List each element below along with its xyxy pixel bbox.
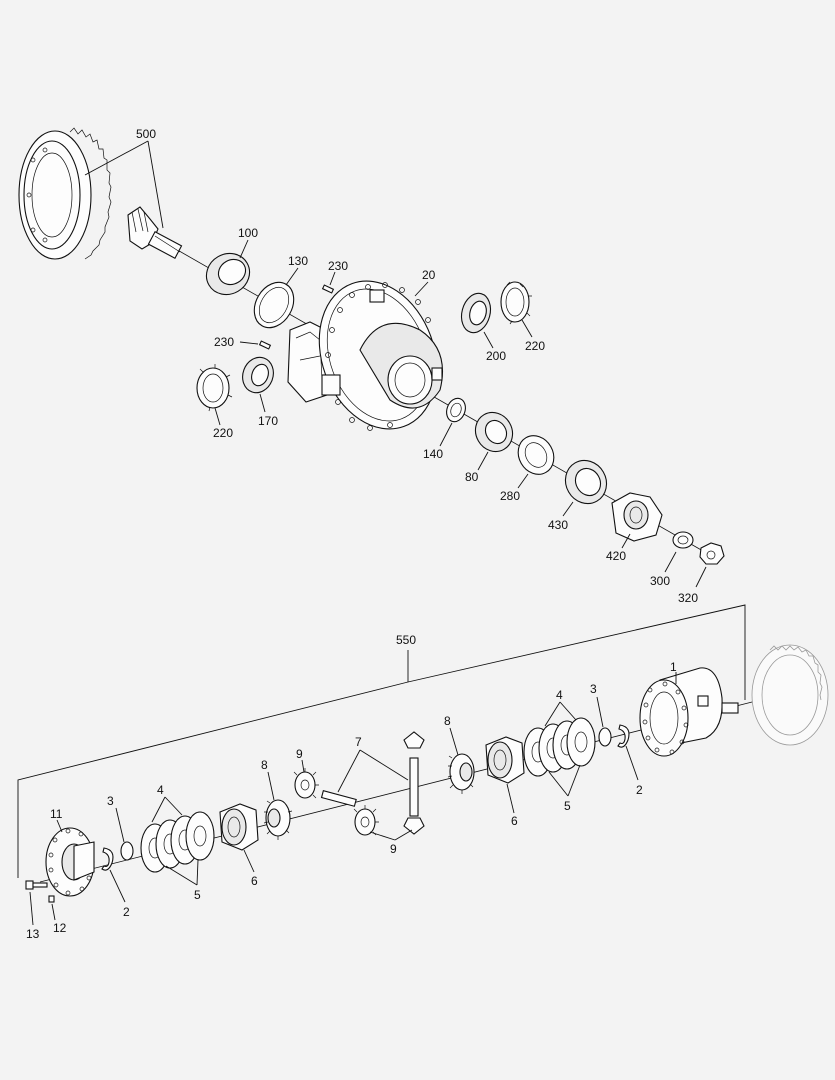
label-220-left: 220 bbox=[213, 426, 233, 440]
label-550: 550 bbox=[396, 633, 416, 647]
pin-230-upper-part bbox=[321, 284, 335, 294]
nut-320-part bbox=[699, 542, 725, 565]
pinion-gear-part bbox=[127, 206, 183, 259]
pin-230-lower-part bbox=[258, 340, 272, 350]
label-20: 20 bbox=[422, 268, 436, 282]
label-170: 170 bbox=[258, 414, 278, 428]
label-500: 500 bbox=[136, 127, 156, 141]
cross-pins-7-part bbox=[320, 757, 419, 817]
label-420: 420 bbox=[606, 549, 626, 563]
ring-3-left-part bbox=[120, 841, 134, 861]
flange-420-part bbox=[611, 492, 663, 542]
side-gear-8-left-part bbox=[263, 799, 293, 840]
label-8-right: 8 bbox=[444, 714, 451, 728]
side-gear-8-right-part bbox=[447, 753, 475, 794]
leader-500a bbox=[84, 140, 149, 176]
label-80: 80 bbox=[465, 470, 479, 484]
pressure-ring-6-left-part bbox=[219, 803, 259, 851]
label-5-right: 5 bbox=[564, 799, 571, 813]
seal-140-part bbox=[446, 397, 466, 423]
upper-assembly: 500 100 130 230 230 bbox=[18, 127, 725, 605]
label-140: 140 bbox=[423, 447, 443, 461]
crown-wheel-ghost-part bbox=[751, 644, 829, 746]
label-4-right: 4 bbox=[556, 688, 563, 702]
adjusting-nut-220-right-part bbox=[500, 281, 532, 325]
lower-assembly: 550 1 3 bbox=[17, 604, 829, 941]
shim-280-part bbox=[517, 435, 555, 475]
bearing-170-part bbox=[242, 356, 274, 394]
bearing-100-part bbox=[205, 252, 251, 296]
label-230-lower: 230 bbox=[214, 335, 234, 349]
label-3-right: 3 bbox=[590, 682, 597, 696]
label-9-top: 9 bbox=[296, 747, 303, 761]
label-11: 11 bbox=[50, 807, 63, 821]
case-cover-11-part bbox=[45, 827, 95, 897]
label-2-left: 2 bbox=[123, 905, 130, 919]
spider-gear-bottom-part bbox=[403, 817, 425, 835]
circlip-2-left-part bbox=[101, 847, 114, 871]
label-220-right: 220 bbox=[525, 339, 545, 353]
carrier-housing-20-part bbox=[287, 280, 444, 431]
spider-gear-9-top-part bbox=[293, 768, 319, 799]
spider-gear-top-part bbox=[403, 731, 425, 749]
label-3-left: 3 bbox=[107, 794, 114, 808]
label-13: 13 bbox=[26, 927, 40, 941]
adjusting-nut-220-left-part bbox=[196, 364, 233, 412]
ring-130-part bbox=[253, 281, 295, 329]
label-280: 280 bbox=[500, 489, 520, 503]
pin-12-part bbox=[48, 895, 55, 903]
label-9-bottom: 9 bbox=[390, 842, 397, 856]
label-12: 12 bbox=[53, 921, 67, 935]
label-6-left: 6 bbox=[251, 874, 258, 888]
circlip-2-right-part bbox=[617, 724, 630, 748]
label-8-left: 8 bbox=[261, 758, 268, 772]
label-7: 7 bbox=[355, 735, 362, 749]
label-4-left: 4 bbox=[157, 783, 164, 797]
label-100: 100 bbox=[238, 226, 258, 240]
label-1: 1 bbox=[670, 660, 677, 674]
label-2-right: 2 bbox=[636, 783, 643, 797]
bolt-13-part bbox=[25, 880, 48, 890]
leader-500b bbox=[147, 140, 164, 229]
label-200: 200 bbox=[486, 349, 506, 363]
spider-gear-9-bottom-part bbox=[353, 805, 379, 836]
label-5-left: 5 bbox=[194, 888, 201, 902]
label-320: 320 bbox=[678, 591, 698, 605]
pressure-ring-6-right-part bbox=[485, 736, 525, 784]
friction-discs-left-part bbox=[140, 811, 215, 873]
label-6-right: 6 bbox=[511, 814, 518, 828]
crown-wheel-part bbox=[18, 127, 112, 260]
friction-discs-right-part bbox=[523, 717, 596, 777]
washer-300-part bbox=[672, 531, 694, 549]
label-130: 130 bbox=[288, 254, 308, 268]
bearing-200-part bbox=[460, 292, 492, 334]
seal-430-part bbox=[564, 459, 608, 505]
differential-case-1-part bbox=[639, 667, 739, 757]
bearing-80-part bbox=[474, 411, 514, 453]
ring-3-right-part bbox=[598, 727, 612, 747]
label-430: 430 bbox=[548, 518, 568, 532]
label-300: 300 bbox=[650, 574, 670, 588]
label-230-upper: 230 bbox=[328, 259, 348, 273]
bracket-550 bbox=[17, 604, 746, 878]
